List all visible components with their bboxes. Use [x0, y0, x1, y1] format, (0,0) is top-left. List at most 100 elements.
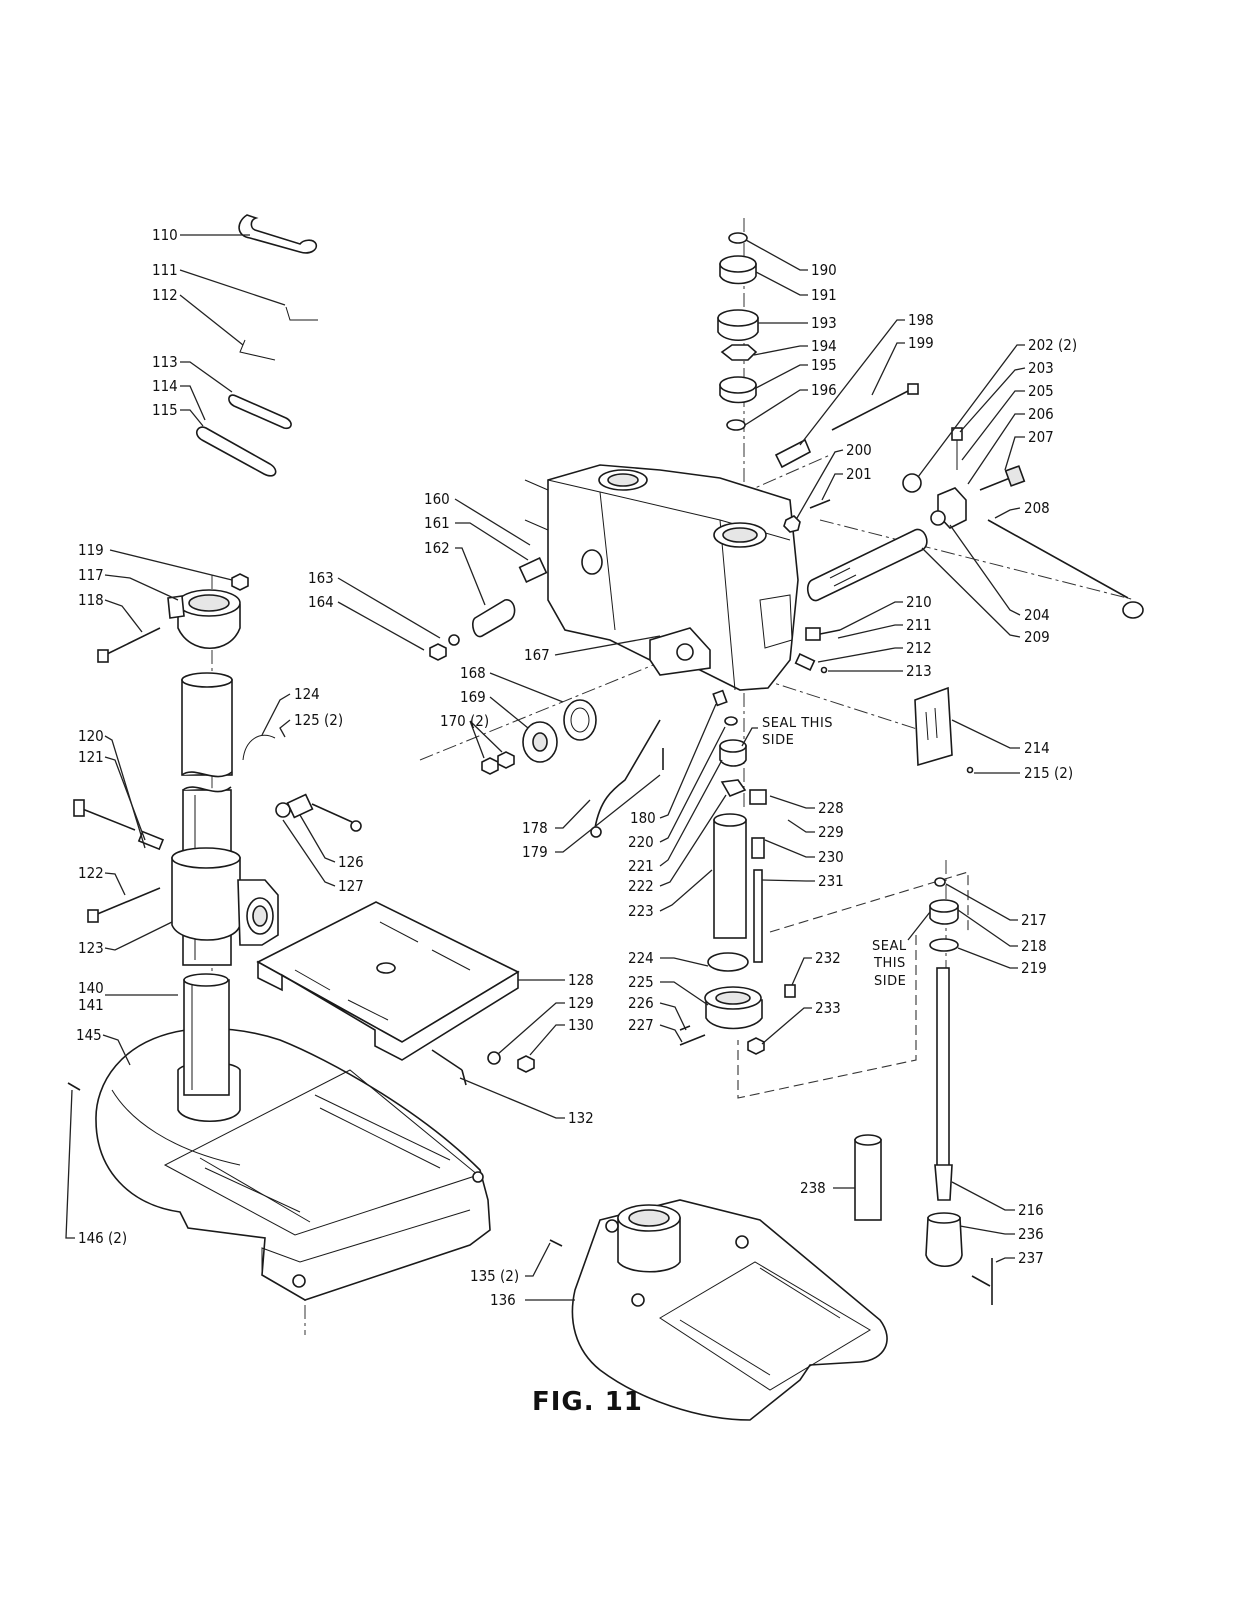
label-136: 136: [490, 1291, 516, 1309]
label-193: 193: [811, 314, 837, 332]
label-163: 163: [308, 569, 334, 587]
label-123: 123: [78, 939, 104, 957]
bolts-drawing: [67, 573, 249, 1091]
top-bearings-drawing: [717, 232, 759, 431]
label-204: 204: [1024, 606, 1050, 624]
label-127: 127: [338, 877, 364, 895]
part-labels: 110 111 112 113 114 115 119 117 118 120 …: [76, 226, 1077, 1309]
label-202: 202 (2): [1028, 336, 1077, 354]
seal-note-upper: SEAL THIS SIDE: [762, 716, 833, 748]
label-209: 209: [1024, 628, 1050, 646]
label-236: 236: [1018, 1225, 1044, 1243]
handle-208-drawing: [987, 519, 1144, 619]
label-124: 124: [294, 685, 320, 703]
label-113: 113: [152, 353, 178, 371]
label-232: 232: [815, 949, 841, 967]
tools-drawing: [195, 214, 318, 477]
label-168: 168: [460, 664, 486, 682]
label-164: 164: [308, 593, 334, 611]
label-194: 194: [811, 337, 837, 355]
label-190: 190: [811, 261, 837, 279]
label-212: 212: [906, 639, 932, 657]
label-132: 132: [568, 1109, 594, 1127]
table-bracket-123-drawing: [171, 847, 279, 946]
label-201: 201: [846, 465, 872, 483]
label-178: 178: [522, 819, 548, 837]
label-210: 210: [906, 593, 932, 611]
label-198: 198: [908, 311, 934, 329]
label-117: 117: [78, 566, 104, 584]
label-226: 226: [628, 994, 654, 1012]
label-129: 129: [568, 994, 594, 1012]
label-205: 205: [1028, 382, 1054, 400]
label-222: 222: [628, 877, 654, 895]
label-167: 167: [524, 646, 550, 664]
table-128-drawing: [256, 901, 520, 1061]
label-216: 216: [1018, 1201, 1044, 1219]
label-215: 215 (2): [1024, 764, 1073, 782]
label-121: 121: [78, 748, 104, 766]
label-161: 161: [424, 514, 450, 532]
label-220: 220: [628, 833, 654, 851]
label-213: 213: [906, 662, 932, 680]
seal-note-lower-line-1: SEAL: [872, 939, 907, 954]
crank-126-drawing: [275, 793, 362, 832]
label-219: 219: [1021, 959, 1047, 977]
seal-note-lower: SEAL THIS SIDE: [872, 939, 907, 989]
label-141: 141: [78, 996, 104, 1014]
depth-stop-drawing: [902, 427, 1026, 529]
figure-caption: FIG. 11: [532, 1387, 643, 1417]
column-140-drawing: [177, 973, 241, 1123]
label-206: 206: [1028, 405, 1054, 423]
label-112: 112: [152, 286, 178, 304]
rack-124-drawing: [242, 734, 276, 761]
label-169: 169: [460, 688, 486, 706]
label-225: 225: [628, 973, 654, 991]
label-196: 196: [811, 381, 837, 399]
label-126: 126: [338, 853, 364, 871]
feed-lever-drawing: [590, 689, 728, 838]
label-230: 230: [818, 848, 844, 866]
spring-gear-drawing: [481, 699, 597, 775]
label-179: 179: [522, 843, 548, 861]
head-160-drawing: [524, 464, 799, 691]
spindle-drawing: [854, 877, 993, 1305]
label-160: 160: [424, 490, 450, 508]
label-170: 170 (2): [440, 712, 489, 730]
label-130: 130: [568, 1016, 594, 1034]
label-162: 162: [424, 539, 450, 557]
label-122: 122: [78, 864, 104, 882]
seal-note-lower-line-3: SIDE: [874, 974, 906, 989]
label-140: 140: [78, 979, 104, 997]
label-119: 119: [78, 541, 104, 559]
label-111: 111: [152, 261, 178, 279]
label-191: 191: [811, 286, 837, 304]
pinion-shaft-209-drawing: [806, 528, 928, 602]
label-195: 195: [811, 356, 837, 374]
pulley-shaft-drawing: [429, 557, 548, 661]
label-128: 128: [568, 971, 594, 989]
label-135: 135 (2): [470, 1267, 519, 1285]
base-145-drawing: [95, 1027, 491, 1301]
label-200: 200: [846, 441, 872, 459]
label-203: 203: [1028, 359, 1054, 377]
side-hardware-drawing: [794, 627, 974, 774]
label-118: 118: [78, 591, 104, 609]
label-237: 237: [1018, 1249, 1044, 1267]
quill-drawing: [679, 716, 796, 1055]
label-110: 110: [152, 226, 178, 244]
label-208: 208: [1024, 499, 1050, 517]
label-217: 217: [1021, 911, 1047, 929]
label-115: 115: [152, 401, 178, 419]
label-231: 231: [818, 872, 844, 890]
label-211: 211: [906, 616, 932, 634]
label-120: 120: [78, 727, 104, 745]
label-145: 145: [76, 1026, 102, 1044]
label-238: 238: [800, 1179, 826, 1197]
label-233: 233: [815, 999, 841, 1017]
table-hardware-drawing: [431, 1049, 535, 1086]
label-146: 146 (2): [78, 1229, 127, 1247]
label-224: 224: [628, 949, 654, 967]
top-ring-117-drawing: [167, 589, 241, 650]
